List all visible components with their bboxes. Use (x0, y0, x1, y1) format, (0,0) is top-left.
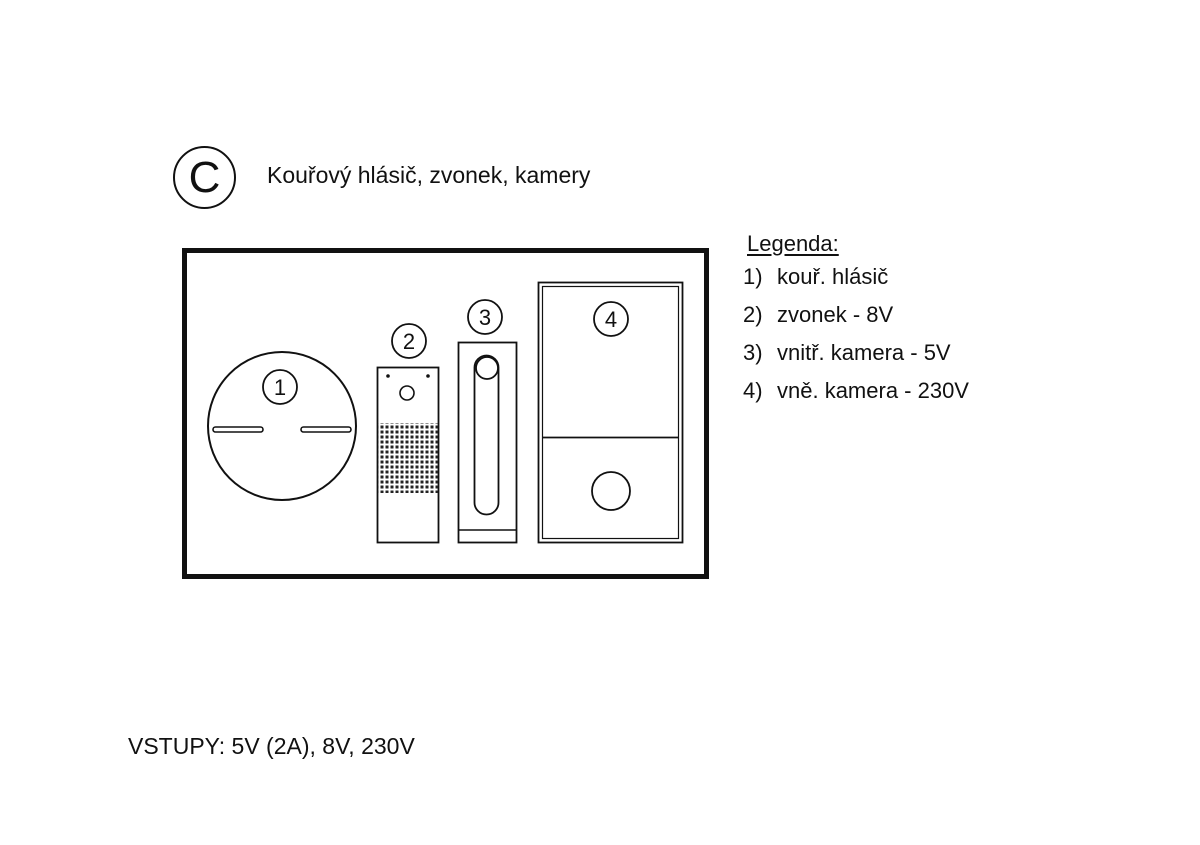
outdoor-camera-outer (537, 281, 684, 544)
legend-item-label: vnitř. kamera - 5V (777, 340, 951, 365)
power-inputs-note: VSTUPY: 5V (2A), 8V, 230V (128, 733, 415, 759)
outdoor-camera-lens (591, 471, 631, 511)
legend-heading: Legenda: (747, 231, 839, 256)
number-badge-4 (593, 301, 629, 337)
number-badge-3 (467, 299, 503, 335)
indoor-camera: 3 (457, 299, 518, 544)
doorbell-screw-left (386, 374, 390, 378)
number-badge-2 (391, 323, 427, 359)
legend-item-label: kouř. hlásič (777, 264, 889, 289)
doorbell-lens (399, 385, 415, 401)
section-badge: C (173, 146, 236, 209)
indoor-camera-lens (475, 356, 499, 380)
legend-item: 2) zvonek - 8V (743, 296, 969, 334)
number-label-1: 1 (274, 375, 286, 400)
panel-frame (182, 248, 709, 579)
legend-item: 3) vnitř. kamera - 5V (743, 334, 969, 372)
number-label-3: 3 (479, 305, 491, 330)
legend-item-label: zvonek - 8V (777, 302, 894, 327)
legend-item: 4) vně. kamera - 230V (743, 372, 969, 410)
doorbell-body (376, 366, 440, 544)
legend-item-label: vně. kamera - 230V (777, 378, 969, 403)
smoke-detector-body (207, 351, 357, 501)
number-badge-1 (262, 369, 298, 405)
number-label-4: 4 (605, 307, 617, 332)
doorbell: 2 (376, 323, 440, 544)
legend: Legenda: 1) kouř. hlásič 2) zvonek - 8V 3)… (743, 230, 969, 410)
page-title: Kouřový hlásič, zvonek, kamery (267, 162, 591, 188)
indoor-camera-stem (473, 354, 500, 516)
outdoor-camera: 4 (537, 281, 684, 544)
smoke-detector: 1 (207, 351, 357, 501)
legend-item-number: 4) (743, 378, 763, 403)
indoor-camera-body (457, 341, 518, 544)
legend-item-number: 2) (743, 302, 763, 327)
doorbell-speaker-grille (378, 423, 438, 493)
legend-item-number: 3) (743, 340, 763, 365)
doorbell-screw-right (426, 374, 430, 378)
number-label-2: 2 (403, 329, 415, 354)
legend-item-number: 1) (743, 264, 763, 289)
outdoor-camera-inner (541, 285, 680, 540)
legend-item: 1) kouř. hlásič (743, 258, 969, 296)
section-letter: C (188, 152, 221, 202)
smoke-detector-slot-right (300, 426, 352, 433)
smoke-detector-slot-left (212, 426, 264, 433)
